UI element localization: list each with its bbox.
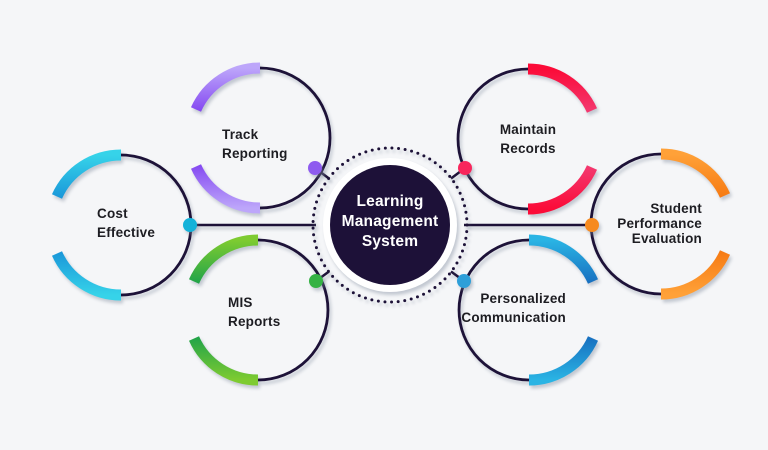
- bottom-arc: [660, 250, 731, 300]
- node-ring-track-reporting: [190, 62, 332, 214]
- center-title: Learning Management System: [341, 193, 439, 250]
- center-node: [311, 146, 469, 304]
- student-performance-evaluation-dot: [585, 218, 599, 232]
- label-cost-effective: Cost Effective: [97, 206, 156, 240]
- maintain-records-dot: [458, 161, 472, 175]
- label-mis-reports: MIS Reports: [228, 295, 281, 329]
- node-ring-maintain-records: [456, 63, 598, 215]
- center-circle: [330, 165, 450, 285]
- thin-ring: [259, 66, 332, 210]
- label-maintain-records: Maintain Records: [499, 122, 557, 156]
- top-arc: [188, 234, 259, 284]
- node-ring-mis-reports: [188, 234, 330, 386]
- bottom-arc: [188, 336, 259, 386]
- label-student-performance-evaluation: Student Performance Evaluation: [617, 201, 702, 246]
- bottom-arc: [528, 336, 599, 386]
- mis-reports-dot: [309, 274, 323, 288]
- top-arc: [190, 62, 261, 112]
- thin-ring: [456, 67, 529, 211]
- label-personalized-communication: Personalized Communication: [461, 291, 566, 325]
- connector-dots: [183, 161, 599, 288]
- node-ring-personalized-communication: [457, 234, 599, 386]
- top-arc: [527, 63, 598, 113]
- dotted-ring: [311, 146, 469, 304]
- label-track-reporting: Track Reporting: [222, 127, 288, 161]
- top-arc: [660, 148, 731, 198]
- personalized-communication-dot: [457, 274, 471, 288]
- thin-ring: [257, 238, 330, 382]
- bottom-arc: [190, 164, 261, 214]
- track-reporting-dot: [308, 161, 322, 175]
- bottom-arc: [527, 165, 598, 215]
- thin-ring: [457, 238, 530, 382]
- bottom-arc: [51, 251, 122, 301]
- cost-effective-dot: [183, 218, 197, 232]
- top-arc: [51, 149, 122, 199]
- top-arc: [528, 234, 599, 284]
